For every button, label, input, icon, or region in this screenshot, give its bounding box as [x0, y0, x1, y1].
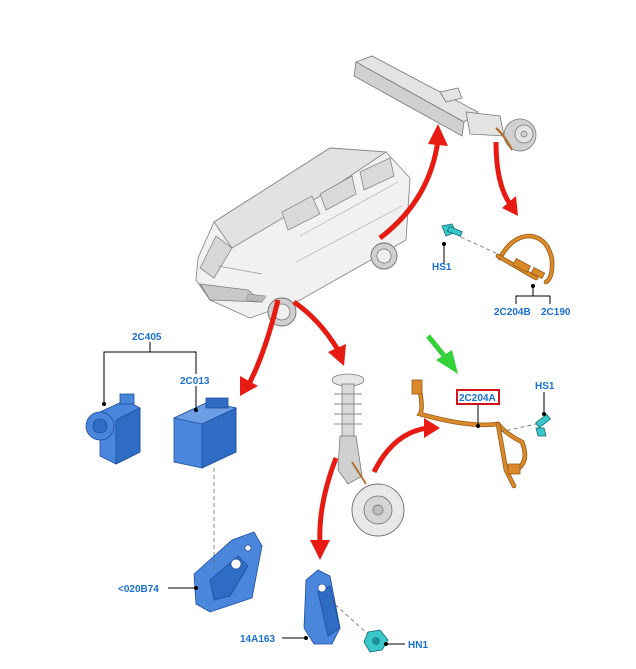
callout-arrows — [240, 124, 518, 560]
rear-axle-illustration — [353, 55, 537, 152]
label-020b74[interactable]: <020B74 — [118, 584, 159, 595]
sensor-bracket-illustration — [303, 569, 341, 645]
label-2c190[interactable]: 2C190 — [541, 307, 571, 318]
label-2c204b[interactable]: 2C204B — [494, 307, 531, 318]
label-2c204a[interactable]: 2C204A — [459, 393, 496, 404]
rear-sensor-illustration — [460, 233, 555, 285]
label-hs1-rear[interactable]: HS1 — [432, 262, 452, 273]
label-14a163[interactable]: 14A163 — [240, 634, 275, 645]
green-pointer-arrow — [426, 334, 458, 374]
front-strut-illustration — [331, 373, 405, 537]
hs1-bolt-icon — [441, 223, 463, 237]
front-sensor-illustration — [411, 379, 537, 489]
label-hn1[interactable]: HN1 — [408, 640, 428, 651]
label-2c013[interactable]: 2C013 — [180, 376, 210, 387]
part-highlight-box — [456, 389, 500, 405]
bracket-illustration — [193, 468, 263, 613]
van-illustration — [195, 147, 411, 327]
abs-unit-illustration — [85, 393, 141, 465]
abs-module-illustration — [172, 397, 238, 469]
label-2c405[interactable]: 2C405 — [132, 332, 162, 343]
label-hs1-front[interactable]: HS1 — [535, 381, 555, 392]
leader-lines — [102, 242, 551, 646]
hn1-nut-icon — [329, 599, 389, 653]
hs1-bolt-icon-front — [535, 413, 551, 437]
